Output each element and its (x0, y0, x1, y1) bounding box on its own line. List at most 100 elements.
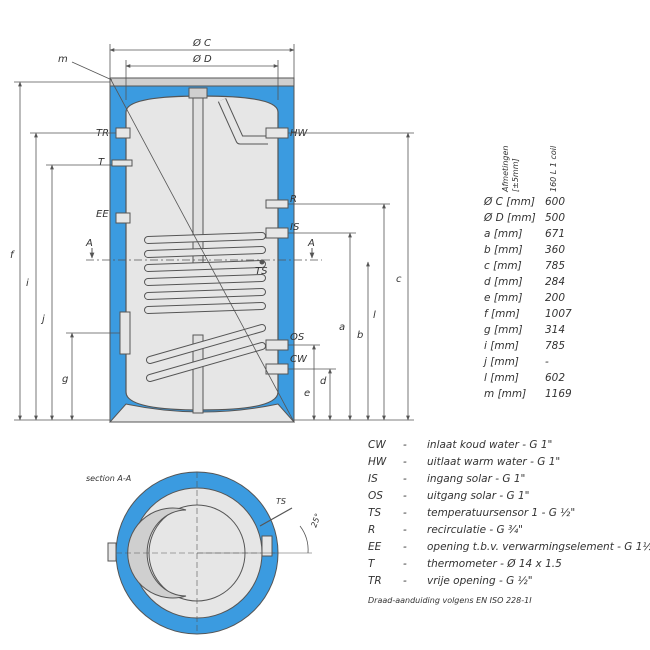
dim-m-label: m (58, 54, 68, 65)
spec-row-label: Ø C [mm] (483, 196, 535, 208)
label-ee: EE (96, 209, 109, 220)
legend: CW - inlaat koud water - G 1" HW - uitlaat wa… (368, 439, 650, 605)
legend-code: T (368, 558, 376, 570)
legend-code: TS (368, 507, 381, 519)
dim-b-label: b (357, 330, 363, 341)
spec-row-label: a [mm] (484, 228, 522, 240)
anode-cap (188, 87, 208, 99)
ts-sensor-dot (259, 259, 265, 265)
spec-row-label: f [mm] (484, 308, 520, 320)
spec-row-value: 602 (545, 372, 565, 384)
spec-row-value: 360 (545, 244, 565, 256)
legend-code: HW (368, 456, 387, 468)
label-os: OS (290, 332, 305, 343)
label-hw: HW (290, 128, 309, 139)
spec-row-value: 785 (545, 260, 565, 272)
section-stub-right (261, 535, 273, 557)
legend-code: CW (368, 439, 386, 451)
spec-header-left: Afmetingen (501, 145, 510, 193)
spec-row-label: g [mm] (484, 324, 523, 336)
dim-c-label: Ø C (192, 37, 211, 49)
spec-row-label: d [mm] (484, 276, 523, 288)
dim-g-label: g (62, 374, 68, 385)
legend-code: TR (368, 575, 382, 587)
heating-coil-inner (145, 233, 265, 381)
section-stub-left (107, 542, 117, 562)
legend-text: thermometer - Ø 14 x 1.5 (427, 558, 562, 570)
section-mark-left: A (85, 238, 93, 249)
legend-code: IS (368, 473, 378, 485)
legend-dash: - (403, 507, 407, 519)
legend-text: vrije opening - G ½" (427, 575, 533, 587)
label-is: IS (290, 222, 300, 233)
stub-tr (115, 127, 131, 139)
legend-text: opening t.b.v. verwarmingselement - G 1½… (427, 541, 650, 553)
spec-row-value: 600 (545, 196, 565, 208)
legend-text: temperatuursensor 1 - G ½" (427, 507, 575, 519)
spec-row-value: 1007 (545, 308, 572, 320)
spec-row-label: c [mm] (484, 260, 522, 272)
spec-row-label: m [mm] (484, 388, 526, 400)
legend-dash: - (403, 541, 407, 553)
label-r: R (290, 194, 297, 205)
tank-elevation (86, 77, 322, 423)
section-angle-label: 25° (309, 512, 322, 528)
spec-row-value: 671 (545, 228, 565, 240)
label-tr: TR (96, 128, 109, 139)
legend-code: OS (368, 490, 383, 502)
legend-code: EE (368, 541, 382, 553)
dim-l-label: l (373, 310, 376, 321)
spec-row-value: 200 (545, 292, 565, 304)
section-title: section A-A (86, 474, 131, 483)
legend-dash: - (403, 439, 407, 451)
top-dimensions (71, 44, 295, 100)
spec-row-label: e [mm] (484, 292, 522, 304)
spec-row-value: 1169 (545, 388, 572, 400)
right-dimensions (288, 132, 414, 421)
legend-text: inlaat koud water - G 1" (427, 439, 552, 451)
hw-pipe-fill (218, 98, 268, 144)
legend-dash: - (403, 558, 407, 570)
spec-row-value: 500 (545, 212, 565, 224)
spec-row-label: i [mm] (484, 340, 519, 352)
label-cw: CW (290, 354, 308, 365)
legend-code: R (368, 524, 375, 536)
legend-dash: - (403, 473, 407, 485)
dim-d-label: Ø D (192, 53, 212, 65)
stub-hw (265, 127, 289, 139)
top-cap (109, 77, 295, 87)
stub-cw (265, 363, 289, 375)
section-mark-right: A (307, 238, 315, 249)
dim-j-label: j (40, 314, 45, 325)
stub-flange (119, 311, 131, 355)
stub-os (265, 339, 289, 351)
section-ts-probe (259, 507, 293, 527)
legend-dash: - (403, 575, 407, 587)
section-view: section A-A (86, 471, 312, 635)
legend-dash: - (403, 490, 407, 502)
spec-row-value: - (545, 356, 549, 368)
angle-arc (299, 525, 309, 554)
spec-header-left-sub: [±5mm] (511, 158, 520, 192)
legend-text: recirculatie - G ¾" (427, 524, 523, 536)
dim-e-label: e (304, 388, 310, 399)
stub-r (265, 199, 289, 209)
section-coil-crescent (127, 507, 187, 599)
spec-row-label: j [mm] (482, 356, 519, 368)
dim-a-label: a (339, 322, 345, 333)
spec-row-value: 284 (545, 276, 565, 288)
spec-row-value: 785 (545, 340, 565, 352)
label-t: T (98, 157, 105, 168)
legend-text: uitlaat warm water - G 1" (427, 456, 560, 468)
stub-t (111, 159, 133, 167)
left-dimensions (14, 81, 120, 421)
spec-header-right: 160 L 1 coil (549, 145, 558, 192)
legend-dash: - (403, 524, 407, 536)
legend-text: uitgang solar - G 1" (427, 490, 529, 502)
label-ts: TS (255, 266, 268, 277)
spec-row-label: Ø D [mm] (483, 212, 536, 224)
m-leader (71, 61, 113, 81)
spec-row-value: 314 (545, 324, 565, 336)
section-ts-label: TS (276, 497, 286, 506)
